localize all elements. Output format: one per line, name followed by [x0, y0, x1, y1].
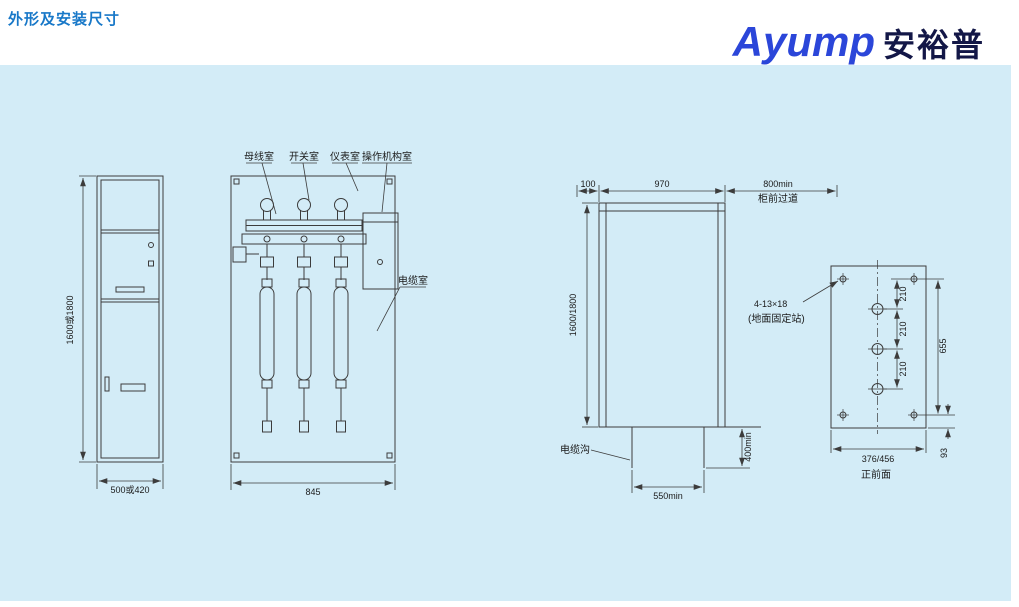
cable-trench-label: 电缆沟 — [560, 443, 590, 456]
brand-logo-chinese: 安裕普 — [882, 27, 985, 63]
section-view-cabinet — [230, 175, 399, 463]
brand-logo: Ayump 安裕普 — [733, 18, 985, 66]
room-label-switch: 开关室 — [289, 150, 319, 163]
dim-edge-label: 93 — [939, 448, 949, 458]
dim-pitch-label-2: 210 — [898, 321, 908, 336]
side-height-dim-label: 1600/1800 — [568, 294, 578, 337]
side-view-cabinet — [598, 202, 761, 468]
dim-100-label: 100 — [580, 179, 595, 189]
front-view-dimensions — [79, 175, 164, 489]
front-view-cabinet — [96, 175, 164, 463]
page-title: 外形及安装尺寸 — [8, 11, 121, 28]
dim-total-label: 655 — [938, 338, 948, 353]
front-height-dim-label: 1600或1800 — [64, 295, 75, 344]
dim-800min-label: 800min — [763, 179, 793, 189]
section-view-dimensions — [230, 464, 396, 490]
dim-plate-width-label: 376/456 — [862, 454, 895, 464]
dim-pitch-label-1: 210 — [898, 286, 908, 301]
dim-970-label: 970 — [654, 179, 669, 189]
content-panel — [0, 65, 1011, 601]
front-width-dim-label: 500或420 — [110, 484, 149, 495]
mounting-plate-dimensions — [802, 278, 955, 453]
dim-pitch-label-3: 210 — [898, 361, 908, 376]
front-face-caption: 正前面 — [861, 468, 891, 481]
dim-550min-label: 550min — [653, 491, 683, 501]
section-view-leaders — [246, 162, 426, 332]
room-label-instrument: 仪表室 — [330, 150, 360, 163]
brand-logo-latin: Ayump — [732, 18, 875, 65]
room-label-busbar: 母线室 — [244, 150, 274, 163]
room-label-mechanism: 操作机构室 — [362, 150, 412, 163]
section-width-dim-label: 845 — [305, 487, 320, 497]
hole-spec-note: (地面固定站) — [748, 312, 805, 325]
side-view-dimensions — [576, 185, 838, 493]
mounting-plate — [830, 260, 927, 434]
hole-spec-label: 4-13×18 — [754, 299, 787, 309]
room-label-cable: 电缆室 — [398, 274, 428, 287]
aisle-label: 柜前过道 — [758, 192, 798, 205]
dim-400min-label: 400min — [743, 432, 753, 462]
